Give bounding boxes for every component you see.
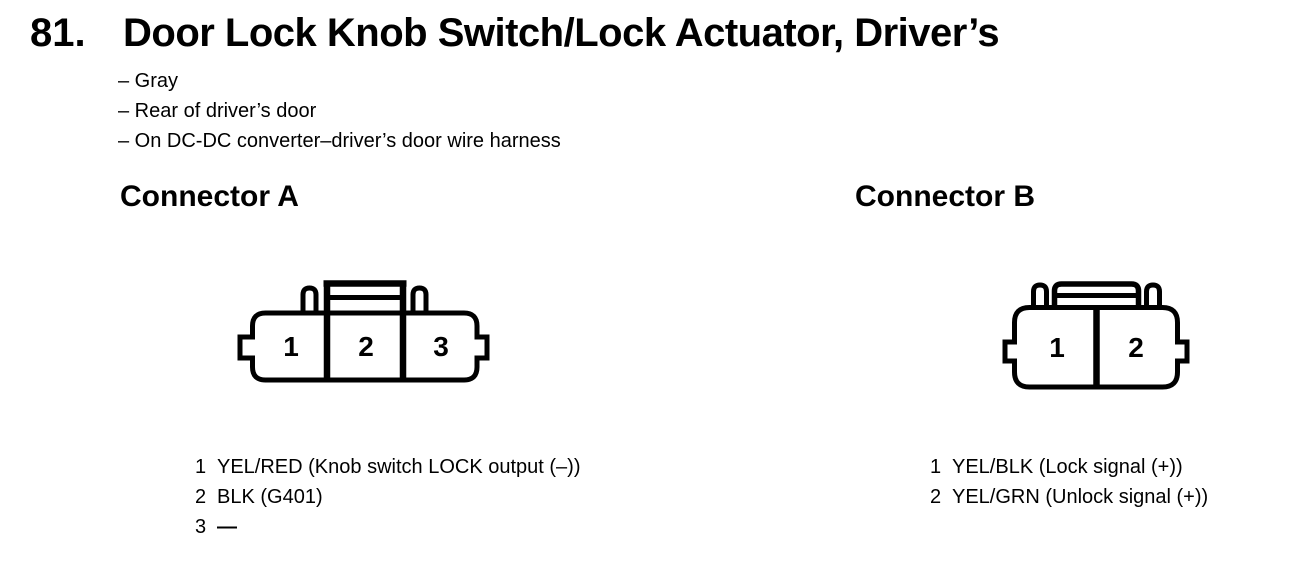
- pin-number: 1: [195, 456, 207, 478]
- pin-row: 3 —: [195, 512, 580, 542]
- pin-row: 1 YEL/BLK (Lock signal (+)): [930, 452, 1208, 482]
- connector-a-cavity-2: 2: [358, 331, 374, 362]
- note-color: – Gray: [118, 70, 179, 92]
- note-location: – Rear of driver’s door: [118, 100, 317, 122]
- pin-number: 1: [930, 456, 942, 478]
- pin-number: 2: [195, 486, 207, 508]
- connector-b-lock-top: [1051, 281, 1142, 310]
- connector-a-housing: [237, 310, 490, 383]
- pin-wire-label: BLK (G401): [217, 486, 323, 508]
- pin-wire-label: —: [217, 516, 238, 538]
- connector-a-diagram: 1 2 3: [237, 280, 490, 383]
- page-title: Door Lock Knob Switch/Lock Actuator, Dri…: [123, 11, 1000, 55]
- pin-row: 2 BLK (G401): [195, 482, 580, 512]
- connector-b-heading: Connector B: [855, 180, 1035, 213]
- connector-b-diagram: 1 2: [1002, 281, 1190, 390]
- connector-a-cavity-1: 1: [283, 331, 299, 362]
- connector-a-cavity-3: 3: [433, 331, 449, 362]
- note-harness: – On DC-DC converter–driver’s door wire …: [118, 130, 561, 152]
- pin-row: 1 YEL/RED (Knob switch LOCK output (–)): [195, 452, 580, 482]
- connector-b-cavity-1: 1: [1049, 332, 1065, 363]
- pin-wire-label: YEL/BLK (Lock signal (+)): [952, 456, 1183, 478]
- connector-b-cavity-2: 2: [1128, 332, 1144, 363]
- pin-row: 2 YEL/GRN (Unlock signal (+)): [930, 482, 1208, 512]
- connector-notes: – Gray – Rear of driver’s door – On DC-D…: [118, 66, 561, 156]
- connector-b-tab-left-icon: [1031, 282, 1049, 310]
- connector-a-pinlist: 1 YEL/RED (Knob switch LOCK output (–)) …: [195, 452, 580, 542]
- pin-number: 2: [930, 486, 942, 508]
- pin-wire-label: YEL/RED (Knob switch LOCK output (–)): [217, 456, 581, 478]
- connector-a-tab-right-icon: [410, 285, 429, 315]
- connector-b-pinlist: 1 YEL/BLK (Lock signal (+)) 2 YEL/GRN (U…: [930, 452, 1208, 512]
- pin-number: 3: [195, 516, 207, 538]
- connector-a-heading: Connector A: [120, 180, 299, 213]
- connector-a-tab-left-icon: [300, 285, 319, 315]
- item-number: 81.: [30, 11, 86, 55]
- pin-wire-label: YEL/GRN (Unlock signal (+)): [952, 486, 1209, 508]
- connector-b-tab-right-icon: [1144, 282, 1162, 310]
